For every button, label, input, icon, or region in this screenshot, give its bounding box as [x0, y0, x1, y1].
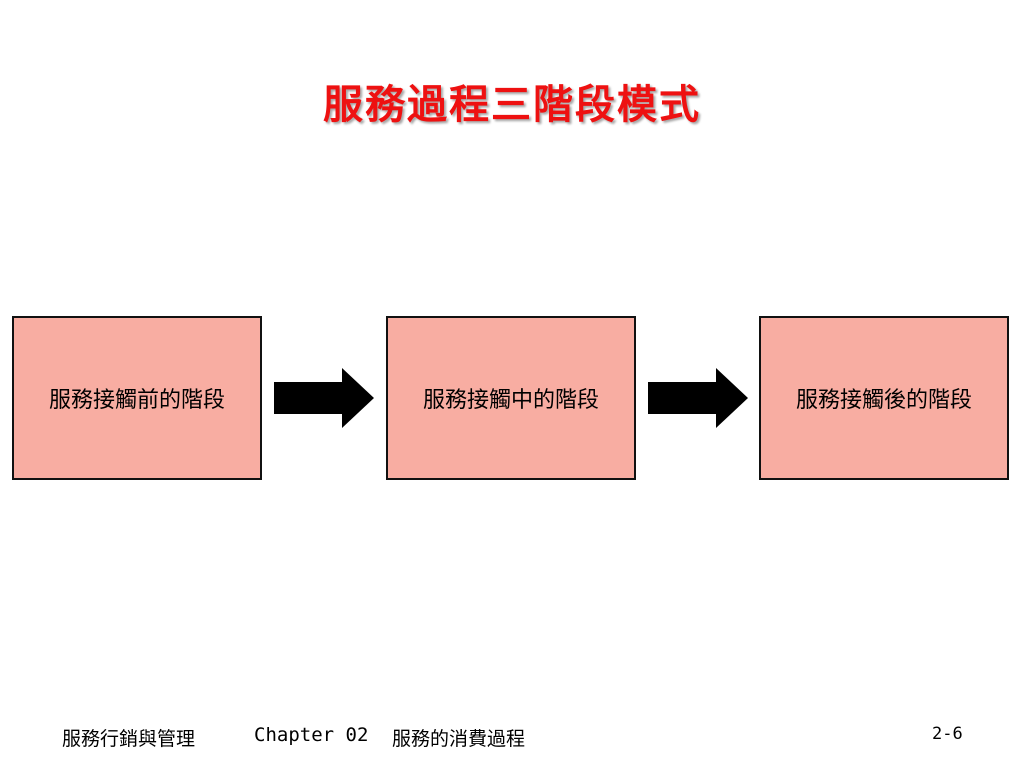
stage-box-during-contact: 服務接觸中的階段	[386, 316, 636, 480]
footer-chapter-label: Chapter 02	[254, 724, 369, 746]
right-arrow-icon	[648, 368, 748, 428]
stage-box-pre-contact: 服務接觸前的階段	[12, 316, 262, 480]
stage-label: 服務接觸前的階段	[48, 388, 225, 413]
stage-label: 服務接觸後的階段	[795, 388, 972, 413]
slide-title: 服務過程三階段模式	[323, 81, 701, 128]
footer-course-name: 服務行銷與管理	[62, 728, 196, 750]
stage-label: 服務接觸中的階段	[422, 388, 599, 413]
stage-box-post-contact: 服務接觸後的階段	[759, 316, 1009, 480]
footer-page-number: 2-6	[932, 724, 963, 744]
footer-chapter-title: 服務的消費過程	[392, 728, 526, 750]
right-arrow-icon	[274, 368, 374, 428]
